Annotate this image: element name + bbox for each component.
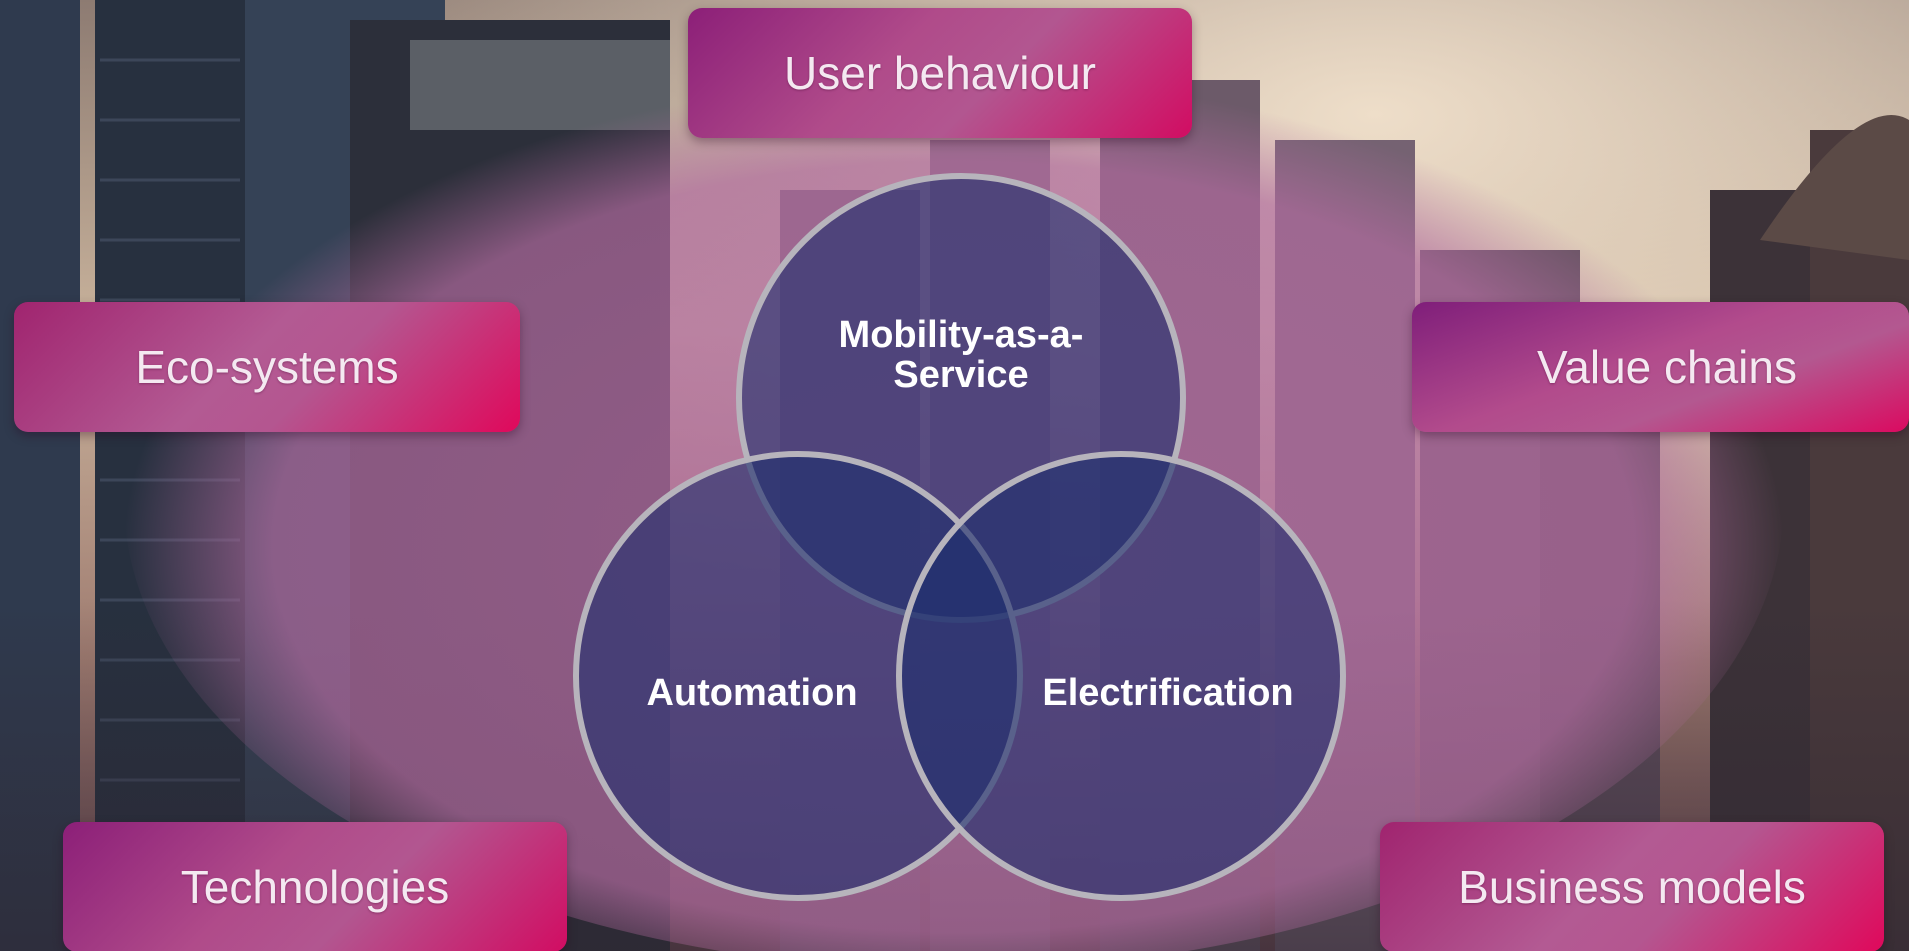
box-business-models-label: Business models (1458, 861, 1806, 913)
box-eco-systems: Eco-systems (14, 302, 520, 432)
box-value-chains: Value chains (1412, 302, 1909, 432)
box-technologies-label: Technologies (180, 861, 450, 913)
box-value-chains-label: Value chains (1537, 341, 1797, 393)
venn-circle-electrification (896, 451, 1346, 901)
venn-label-mobility-line2: Service (893, 354, 1028, 396)
box-eco-systems-label: Eco-systems (135, 341, 399, 393)
box-user-behaviour-label: User behaviour (784, 47, 1096, 99)
box-technologies: Technologies (63, 822, 567, 951)
box-user-behaviour: User behaviour (688, 8, 1192, 138)
venn-label-automation: Automation (646, 672, 857, 714)
venn-label-mobility-line1: Mobility-as-a- (839, 314, 1084, 356)
venn-label-electrification: Electrification (1042, 672, 1293, 714)
building-right-dome (1760, 115, 1909, 260)
box-business-models: Business models (1380, 822, 1884, 951)
